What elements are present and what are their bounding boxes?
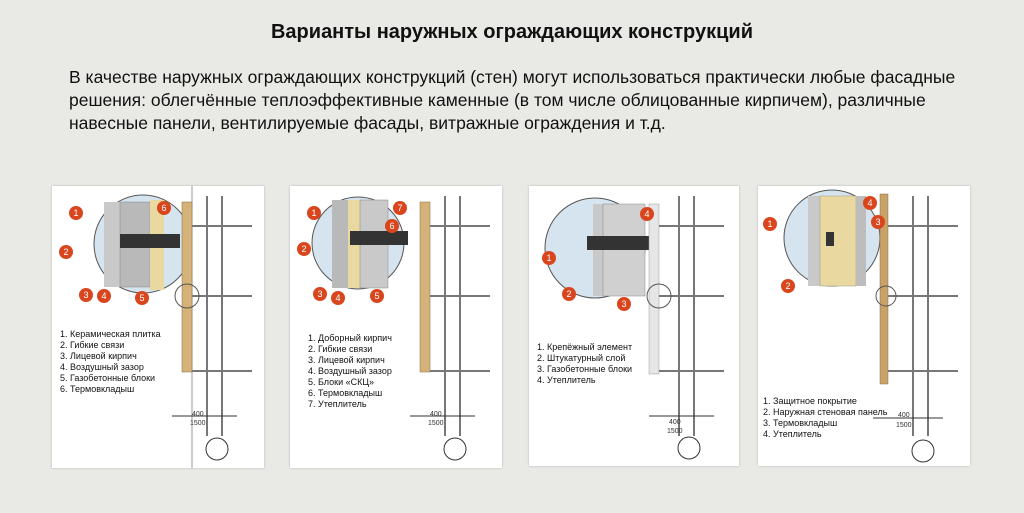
callout-number: 5 bbox=[139, 293, 144, 303]
page-title: Варианты наружных ограждающих конструкци… bbox=[270, 21, 753, 43]
callout-number: 1 bbox=[311, 208, 316, 218]
dimension-large: 1500 bbox=[190, 420, 206, 427]
legend-item: 4. Утеплитель bbox=[763, 429, 822, 439]
wall-section-drawing-1: 1 2 3 4 5 6 bbox=[59, 186, 252, 468]
legend-item: 1. Керамическая плитка bbox=[60, 329, 161, 339]
dimension-small: 400 bbox=[430, 411, 442, 418]
callout-number: 2 bbox=[566, 289, 571, 299]
legend-item: 3. Лицевой кирпич bbox=[308, 355, 385, 365]
callout-number: 2 bbox=[63, 247, 68, 257]
legend-item: 4. Воздушный зазор bbox=[308, 366, 392, 376]
callout-number: 1 bbox=[546, 253, 551, 263]
dimension-large: 1500 bbox=[667, 428, 683, 435]
legend-item: 2. Гибкие связи bbox=[308, 344, 373, 354]
dimension-small: 400 bbox=[669, 419, 681, 426]
legend-item: 2. Наружная стеновая панель bbox=[763, 407, 888, 417]
callout-number: 2 bbox=[785, 281, 790, 291]
callout-number: 4 bbox=[867, 198, 872, 208]
callout-number: 7 bbox=[397, 203, 402, 213]
callout-badges-2: 1 2 3 4 5 67 bbox=[297, 201, 407, 305]
legend-item: 1. Крепёжный элемент bbox=[537, 342, 633, 352]
callout-number: 1 bbox=[767, 219, 772, 229]
dimension-large: 1500 bbox=[896, 422, 912, 429]
legend-panel-3: 1. Крепёжный элемент 2. Штукатурный слой… bbox=[537, 342, 632, 386]
legend-item: 5. Блоки «СКЦ» bbox=[308, 377, 375, 387]
callout-number: 2 bbox=[301, 244, 306, 254]
callout-number: 4 bbox=[644, 209, 649, 219]
legend-item: 2. Гибкие связи bbox=[60, 340, 125, 350]
legend-panel-2: 1. Доборный кирпич 2. Гибкие связи 3. Ли… bbox=[308, 333, 392, 410]
callout-number: 6 bbox=[161, 203, 166, 213]
callout-number: 6 bbox=[389, 221, 394, 231]
wall-section-drawing-3: 1 2 3 4 bbox=[542, 196, 724, 460]
legend-item: 3. Термовкладыш bbox=[763, 418, 838, 428]
legend-item: 6. Термовкладыш bbox=[60, 384, 135, 394]
dimension-small: 400 bbox=[192, 411, 204, 418]
diagram-panel-1: 1 2 3 4 5 6 1. Керамическая плитка 2. Гибкие … bbox=[52, 186, 264, 468]
callout-badges-1: 1 2 3 4 5 6 bbox=[59, 201, 171, 305]
legend-panel-1: 1. Керамическая плитка 2. Гибкие связи 3… bbox=[60, 329, 161, 395]
legend-item: 3. Лицевой кирпич bbox=[60, 351, 137, 361]
callout-number: 1 bbox=[73, 208, 78, 218]
callout-number: 3 bbox=[621, 299, 626, 309]
legend-item: 1. Защитное покрытие bbox=[763, 396, 857, 406]
wall-section-drawing-2: 1 2 3 4 5 67 bbox=[297, 196, 490, 461]
legend-item: 4. Воздушный зазор bbox=[60, 362, 144, 372]
callout-number: 4 bbox=[335, 293, 340, 303]
callout-badges-3: 1 2 3 4 bbox=[542, 207, 654, 311]
legend-item: 5. Газобетонные блоки bbox=[60, 373, 156, 383]
wall-section-drawing-4: 1 2 34 bbox=[763, 189, 958, 463]
callout-number: 5 bbox=[374, 291, 379, 301]
diagram-panel-3: 1 2 3 4 1. Крепёжный элемент 2. Штукатурный… bbox=[529, 186, 739, 466]
callout-number: 3 bbox=[317, 289, 322, 299]
callout-number: 4 bbox=[101, 291, 106, 301]
callout-badges-4: 1 2 34 bbox=[763, 196, 885, 293]
intro-text: В качестве наружных ограждающих конструк… bbox=[69, 67, 956, 133]
legend-item: 4. Утеплитель bbox=[537, 375, 596, 385]
dimension-large: 1500 bbox=[428, 420, 444, 427]
legend-item: 3. Газобетонные блоки bbox=[537, 364, 633, 374]
dimension-small: 400 bbox=[898, 412, 910, 419]
legend-item: 7. Утеплитель bbox=[308, 399, 367, 409]
callout-number: 3 bbox=[875, 217, 880, 227]
callout-number: 3 bbox=[83, 290, 88, 300]
legend-panel-4: 1. Защитное покрытие 2. Наружная стенова… bbox=[763, 396, 887, 440]
legend-item: 6. Термовкладыш bbox=[308, 388, 383, 398]
legend-item: 2. Штукатурный слой bbox=[537, 353, 626, 363]
legend-item: 1. Доборный кирпич bbox=[308, 333, 392, 343]
